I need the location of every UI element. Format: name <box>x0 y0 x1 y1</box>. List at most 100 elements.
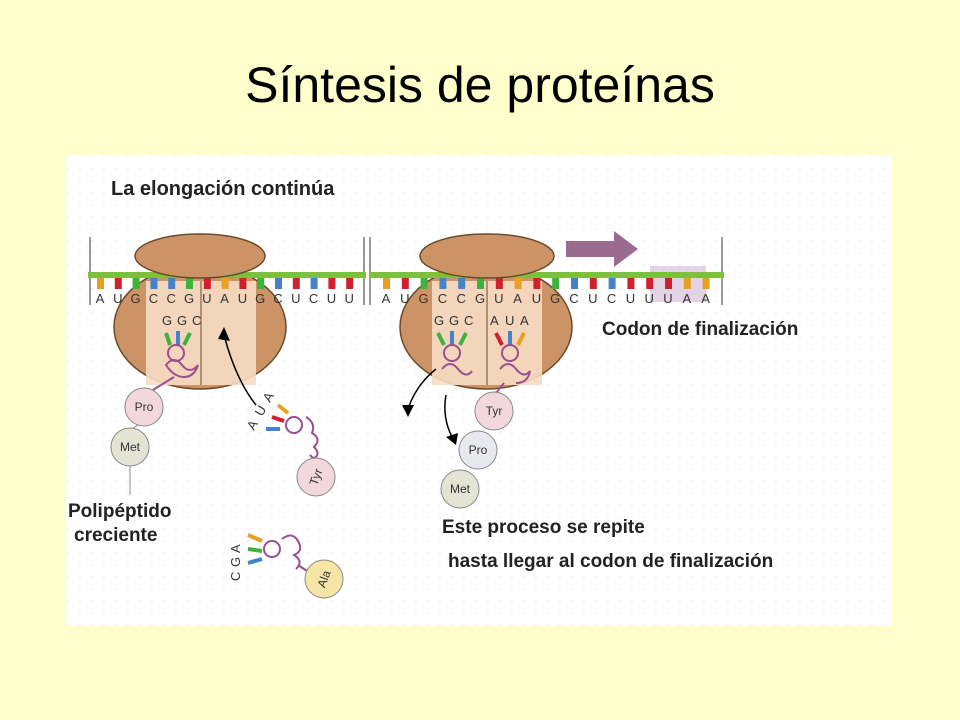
right-mrna-nucleotide: A <box>682 291 691 306</box>
incoming-arrow <box>223 334 257 406</box>
trna-next: C G A <box>228 533 311 581</box>
p-anticodon-right-2: G <box>449 313 459 328</box>
left-mrna-base-tick <box>275 278 282 289</box>
left-mrna-nucleotide: C <box>273 291 282 306</box>
right-mrna-nucleotide: C <box>569 291 578 306</box>
left-mrna-base-tick <box>221 278 229 289</box>
p-anticodon-right-1: G <box>434 313 444 328</box>
left-mrna-base-tick <box>132 278 140 289</box>
svg-text:G: G <box>228 557 243 567</box>
left-mrna-base-tick <box>114 278 122 289</box>
right-mrna-nucleotide: G <box>550 291 560 306</box>
left-mrna-nucleotide: G <box>184 291 194 306</box>
left-mrna-nucleotide: G <box>131 291 141 306</box>
p-anticodon-2: G <box>177 313 187 328</box>
right-mrna-nucleotide: A <box>513 291 522 306</box>
mrna-bases <box>97 278 354 289</box>
translocation-arrow <box>566 231 638 267</box>
amino-acid-ala-label: Ala <box>314 568 333 589</box>
right-mrna-nucleotide: A <box>701 291 710 306</box>
right-mrna-nucleotide: U <box>400 291 409 306</box>
mrna-bases-right <box>383 278 710 289</box>
left-mrna-base-tick <box>328 278 336 289</box>
right-mrna-nucleotide: C <box>607 291 616 306</box>
exit-arrow-2 <box>444 394 453 438</box>
p-anticodon-3: C <box>192 313 201 328</box>
right-mrna-base-tick <box>552 278 560 289</box>
left-mrna-base-tick <box>292 278 300 289</box>
trna-p-site-right <box>436 331 473 376</box>
right-mrna-nucleotide: U <box>494 291 503 306</box>
stop-codon-label: Codon de finalización <box>602 319 798 340</box>
left-mrna-nucleotide: C <box>167 291 176 306</box>
right-mrna-base-tick <box>533 278 541 289</box>
amino-acid-met-right-label: Met <box>450 482 471 496</box>
left-mrna-base-tick <box>168 278 176 289</box>
right-mrna-nucleotide: U <box>663 291 672 306</box>
left-mrna-nucleotide: U <box>238 291 247 306</box>
amino-acid-pro <box>124 387 164 427</box>
left-mrna-nucleotide: U <box>113 291 122 306</box>
a-anticodon-right-3: A <box>520 313 529 328</box>
left-mrna-base-tick <box>310 278 318 289</box>
polypeptide-label-1: Polipéptido <box>68 501 171 522</box>
left-mrna-base-tick <box>239 278 247 289</box>
trna-a-site-right <box>494 331 531 394</box>
left-mrna-base-tick <box>257 278 265 289</box>
left-mrna-nucleotide: C <box>149 291 158 306</box>
right-mrna-base-tick <box>589 278 597 289</box>
left-mrna-base-tick <box>186 278 193 289</box>
left-mrna-nucleotide: A <box>220 291 229 306</box>
left-mrna-nucleotide: U <box>202 291 211 306</box>
p-site <box>146 281 201 385</box>
left-mrna-base-tick <box>346 278 354 289</box>
svg-text:C: C <box>228 572 243 581</box>
amino-acid-pro-right <box>458 430 498 470</box>
amino-acid-tyr-label: Tyr <box>307 467 326 487</box>
amino-acid-met-label: Met <box>120 440 141 454</box>
a-anticodon-right-1: A <box>490 313 499 328</box>
right-mrna-base-tick <box>665 278 672 289</box>
right-mrna-base-tick <box>627 278 635 289</box>
repeat-label-2: hasta llegar al codon de finalización <box>448 551 773 572</box>
amino-acid-pro-right-label: Pro <box>469 443 488 457</box>
incoming-arrow-head <box>218 327 230 341</box>
right-mrna-nucleotide: U <box>532 291 541 306</box>
right-mrna-nucleotide: G <box>475 291 485 306</box>
a-anticodon-right-2: U <box>505 313 514 328</box>
right-mrna-base-tick <box>683 278 691 289</box>
right-mrna-base-tick <box>608 278 616 289</box>
amino-acid-ala <box>304 559 344 599</box>
slide-title: Síntesis de proteínas <box>245 57 715 113</box>
ribosome-small-subunit <box>134 233 266 279</box>
p-anticodon-1: G <box>162 313 172 328</box>
right-mrna-nucleotide: G <box>419 291 429 306</box>
right-mrna-base-tick <box>702 278 710 289</box>
right-mrna-nucleotide: A <box>382 291 391 306</box>
left-mrna-nucleotide: G <box>255 291 265 306</box>
right-mrna-base-tick <box>401 278 409 289</box>
left-mrna-base-tick <box>203 278 211 289</box>
left-mrna-nucleotide: A <box>96 291 105 306</box>
amino-acid-met-right <box>440 469 480 509</box>
right-mrna-base-tick <box>458 278 466 289</box>
left-mrna-nucleotide: C <box>309 291 318 306</box>
left-mrna-base-tick <box>97 278 104 289</box>
right-mrna-base-tick <box>477 278 484 289</box>
right-mrna-nucleotide: C <box>457 291 466 306</box>
amino-acid-pro-label: Pro <box>135 400 154 414</box>
right-mrna-base-tick <box>383 278 390 289</box>
polypeptide-label-2: creciente <box>74 525 157 546</box>
right-mrna-base-tick <box>646 278 654 289</box>
figure-header: La elongación continúa <box>111 178 335 200</box>
p-anticodon-right-3: C <box>464 313 473 328</box>
right-mrna-base-tick <box>571 278 578 289</box>
left-mrna-base-tick <box>150 278 158 289</box>
left-mrna-nucleotide: U <box>327 291 336 306</box>
right-mrna-nucleotide: U <box>626 291 635 306</box>
right-mrna-nucleotide: U <box>588 291 597 306</box>
